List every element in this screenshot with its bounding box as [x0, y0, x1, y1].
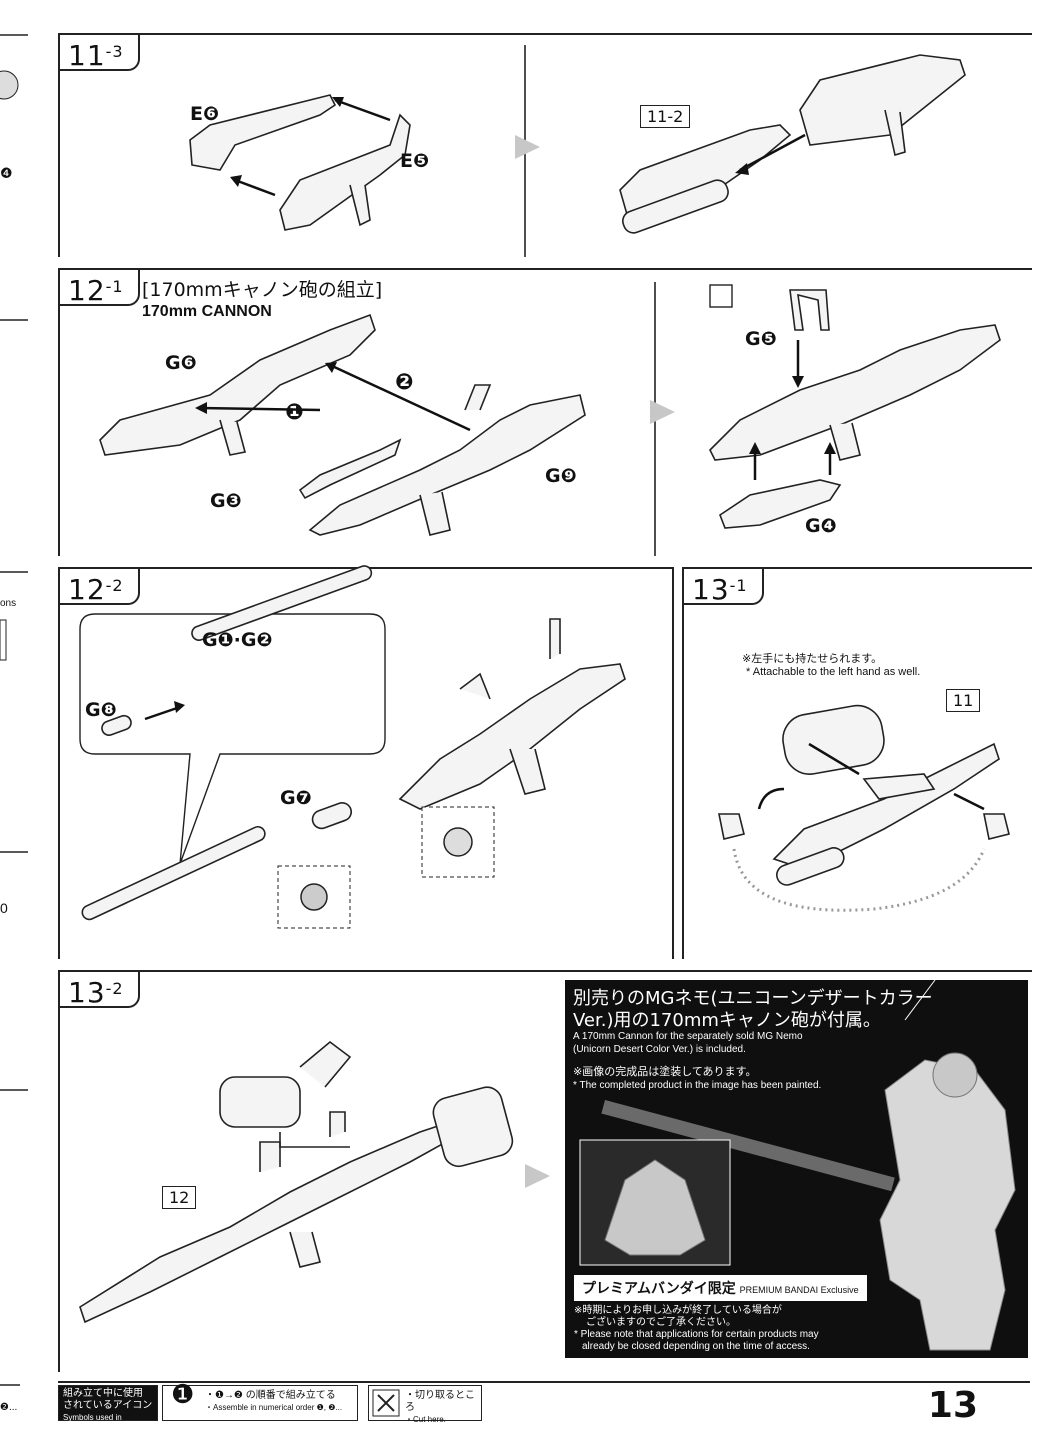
ref-step-12: 12	[162, 1186, 197, 1209]
legend-cut-en: ・Cut here.	[405, 1415, 446, 1424]
label-e5: E❺	[400, 150, 430, 172]
label-g8: G❽	[85, 699, 117, 721]
order-icon: ❶	[171, 1379, 195, 1409]
promo-painted-note-jp: ※画像の完成品は塗装してあります。	[573, 1066, 757, 1078]
promo-title-line-2: Ver.)用の170mmキャノン砲が付属。	[573, 1010, 881, 1031]
step-number: 13-1	[684, 569, 764, 606]
step-13-2-illustration	[79, 1040, 550, 1324]
scissors-icon	[372, 1389, 400, 1417]
footer-rule	[58, 1381, 1030, 1383]
order-marker-2: ❷	[395, 370, 414, 395]
ref-step-11-2: 11-2	[640, 105, 691, 128]
availability-note-jp-2: ございますのでご了承ください。	[586, 1317, 736, 1328]
promo-painted-note: ※画像の完成品は塗装してあります。 * The completed produc…	[573, 1066, 821, 1092]
legend-order: ❶ ・❶→❷ の順番で組み立てる ・Assemble in numerical …	[162, 1379, 358, 1421]
left-edge-text-2: ons	[0, 598, 17, 609]
step-12-2-illustration	[79, 565, 626, 929]
icon-legend-title: 組み立て中に使用 されているアイコン Symbols used in instr…	[58, 1385, 158, 1434]
step-title-jp: [170mmキャノン砲の組立]	[142, 279, 383, 301]
label-g9: G❾	[545, 465, 577, 487]
legend-title-jp-2: されているアイコン	[63, 1400, 153, 1411]
availability-note-en-1: * Please note that applications for cert…	[574, 1329, 819, 1340]
availability-note-en-2: already be closed depending on the time …	[582, 1341, 810, 1352]
step-12-1-panel: 12-1 [170mmキャノン砲の組立] 170mm CANNON G❻ G❸ …	[58, 268, 1032, 556]
label-g7: G❼	[280, 787, 312, 809]
step-11-3-panel: 11-3 E❻ E❺ 11-2	[58, 33, 1032, 257]
legend-cut-jp: ・切り取るところ	[405, 1390, 475, 1413]
badge-jp: プレミアムバンダイ限定	[582, 1280, 736, 1296]
order-marker-1: ❶	[285, 400, 304, 425]
label-e6: E❻	[190, 103, 220, 125]
label-g3: G❸	[210, 490, 242, 512]
promo-title: 別売りのMGネモ(ユニコーンデザートカラー Ver.)用の170mmキャノン砲が…	[573, 988, 933, 1032]
legend-title-jp-1: 組み立て中に使用	[63, 1388, 143, 1399]
step-number: 12-2	[60, 569, 140, 606]
availability-note-jp-1: ※時期によりお申し込みが終了している場合が	[574, 1305, 782, 1316]
ref-step-11: 11	[946, 689, 981, 712]
promo-panel: 別売りのMGネモ(ユニコーンデザートカラー Ver.)用の170mmキャノン砲が…	[565, 979, 1028, 1358]
label-g5: G❺	[745, 328, 777, 350]
legend-order-jp: ・❶→❷ の順番で組み立てる	[205, 1390, 336, 1401]
step-number: 11-3	[60, 35, 140, 72]
step-11-3-illustration	[189, 45, 966, 257]
label-g6: G❻	[165, 352, 197, 374]
left-edge-text-4: ❷...	[0, 1402, 18, 1413]
step-title-en: 170mm CANNON	[142, 303, 272, 320]
step-12-2-panel: 12-2 G❶·G❷ G❽ G❼	[58, 565, 674, 959]
promo-painted-note-en: * The completed product in the image has…	[573, 1080, 822, 1091]
label-g4: G❹	[805, 515, 837, 537]
left-edge-text-1: ❹	[0, 165, 13, 181]
page-number: 13	[927, 1385, 978, 1426]
step-13-1-panel: 13-1 ※左手にも持たせられます。 * Attachable to the l…	[682, 567, 1032, 959]
step-number: 13-2	[60, 972, 140, 1009]
left-edge-text-3: 0	[0, 900, 8, 916]
promo-title-line-1: 別売りのMGネモ(ユニコーンデザートカラー	[573, 988, 933, 1009]
step-13-1-illustration	[718, 704, 1010, 912]
left-hand-note-en: * Attachable to the left hand as well.	[746, 666, 921, 678]
legend-order-en: ・Assemble in numerical order ❶, ❷...	[205, 1403, 343, 1412]
premium-bandai-badge: プレミアムバンダイ限定 PREMIUM BANDAI Exclusive	[574, 1275, 867, 1301]
promo-photo	[579, 979, 1016, 1351]
promo-subtitle-line-1: A 170mm Cannon for the separately sold M…	[573, 1031, 803, 1042]
legend-cut: ・切り取るところ ・Cut here.	[368, 1385, 482, 1424]
step-12-1-illustration	[99, 282, 1001, 556]
legend-title-en: Symbols used in instructions	[63, 1413, 122, 1434]
step-number: 12-1	[60, 270, 140, 307]
badge-en: PREMIUM BANDAI Exclusive	[739, 1285, 859, 1295]
promo-availability-note: ※時期によりお申し込みが終了している場合が ございますのでご了承ください。 * …	[574, 1305, 819, 1353]
promo-subtitle-line-2: (Unicorn Desert Color Ver.) is included.	[573, 1044, 746, 1055]
left-hand-note-jp: ※左手にも持たせられます。	[742, 653, 883, 665]
label-g1-g2: G❶·G❷	[202, 629, 273, 651]
promo-subtitle-en: A 170mm Cannon for the separately sold M…	[573, 1030, 803, 1056]
